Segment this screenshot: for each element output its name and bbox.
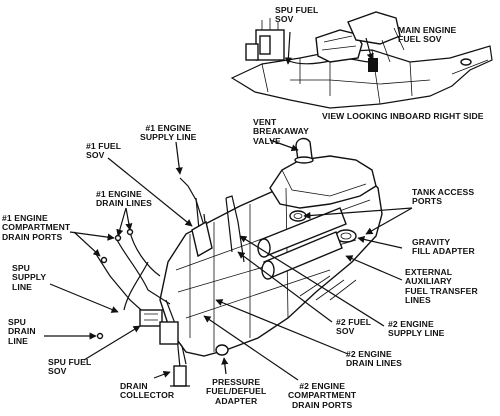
label-inset-spu-fuel-sov: SPU FUEL SOV bbox=[275, 5, 319, 25]
label-fuel1-sov: #1 FUEL SOV bbox=[86, 141, 122, 161]
inset-drawing bbox=[230, 11, 493, 109]
leader-lines bbox=[44, 139, 413, 381]
label-engine2-compartment-drain-ports: #2 ENGINE COMPARTMENT DRAIN PORTS bbox=[288, 381, 357, 410]
label-spu-drain-line: SPU DRAIN LINE bbox=[8, 317, 36, 346]
label-fuel2-sov: #2 FUEL SOV bbox=[336, 317, 372, 337]
label-engine2-supply-line: #2 ENGINE SUPPLY LINE bbox=[388, 319, 445, 339]
main-tank-drawing bbox=[95, 137, 383, 387]
label-spu-supply-line: SPU SUPPLY LINE bbox=[12, 263, 47, 292]
label-external-aux-fuel-transfer-lines: EXTERNAL AUXILIARY FUEL TRANSFER LINES bbox=[405, 267, 478, 306]
label-vent-breakaway-valve: VENT BREAKAWAY VALVE bbox=[253, 117, 309, 146]
label-engine1-drain-lines: #1 ENGINE DRAIN LINES bbox=[96, 189, 153, 209]
label-pressure-fuel-defuel-adapter: PRESSURE FUEL/DEFUEL ADAPTER bbox=[206, 377, 267, 406]
label-engine2-drain-lines: #2 ENGINE DRAIN LINES bbox=[346, 349, 403, 369]
label-spu-fuel-sov: SPU FUEL SOV bbox=[48, 357, 92, 377]
label-engine1-compartment-drain-ports: #1 ENGINE COMPARTMENT DRAIN PORTS bbox=[2, 213, 71, 242]
label-tank-access-ports: TANK ACCESS PORTS bbox=[412, 187, 475, 207]
label-inset-main-engine-fuel-sov: MAIN ENGINE FUEL SOV bbox=[398, 25, 457, 45]
label-drain-collector: DRAIN COLLECTOR bbox=[120, 381, 175, 401]
label-engine1-supply-line: #1 ENGINE SUPPLY LINE bbox=[140, 123, 197, 143]
label-inset-view-caption: VIEW LOOKING INBOARD RIGHT SIDE bbox=[322, 111, 484, 121]
label-gravity-fill-adapter: GRAVITY FILL ADAPTER bbox=[412, 237, 475, 257]
